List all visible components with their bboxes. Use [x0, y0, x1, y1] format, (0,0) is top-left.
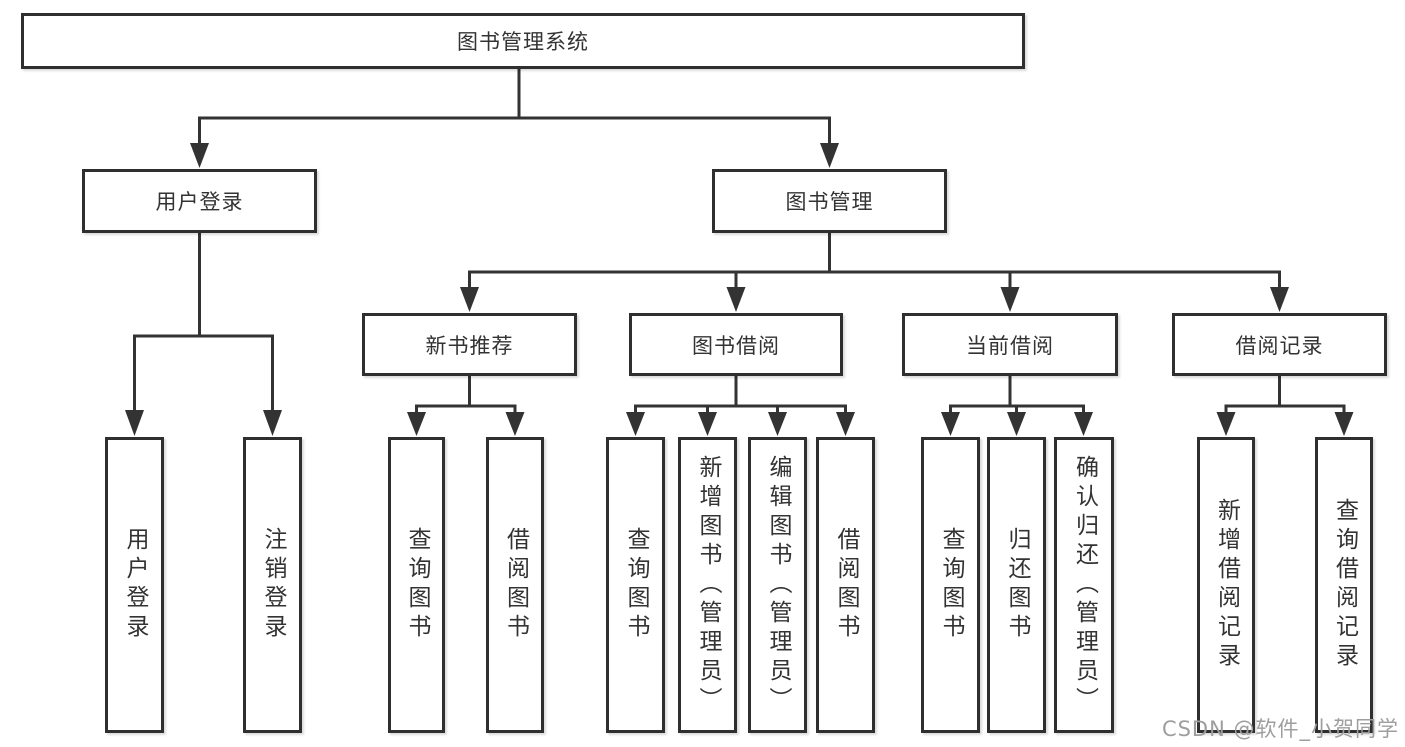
- node-label-book-borrow: 图书借阅: [692, 333, 780, 358]
- node-box-current-borrow: 当前借阅: [902, 313, 1118, 376]
- node-label-leaf-borrow-book-1: 借阅图书: [502, 527, 529, 643]
- node-box-leaf-edit-book: 编辑图书（管理员）: [748, 437, 807, 733]
- node-box-new-book-rec: 新书推荐: [362, 313, 577, 376]
- node-label-leaf-return-book: 归还图书: [1004, 527, 1030, 643]
- node-label-borrow-records: 借阅记录: [1235, 333, 1324, 358]
- node-label-leaf-edit-book: 编辑图书（管理员）: [765, 454, 791, 716]
- watermark: CSDN @软件_小贺同学: [1161, 717, 1399, 741]
- node-box-leaf-borrow-book-1: 借阅图书: [486, 437, 544, 733]
- node-label-leaf-user-login: 用户登录: [122, 527, 148, 643]
- node-box-leaf-add-record: 新增借阅记录: [1197, 437, 1255, 733]
- node-box-leaf-query-book-3: 查询图书: [921, 437, 980, 733]
- node-box-leaf-return-book: 归还图书: [987, 437, 1046, 733]
- node-label-book-mgmt: 图书管理: [785, 190, 874, 214]
- node-box-leaf-user-login: 用户登录: [105, 437, 164, 733]
- node-box-leaf-query-book-2: 查询图书: [606, 437, 665, 733]
- node-label-leaf-add-book: 新增图书（管理员）: [695, 454, 721, 716]
- node-box-book-mgmt: 图书管理: [712, 169, 947, 233]
- node-box-leaf-query-book-1: 查询图书: [388, 437, 445, 733]
- node-box-leaf-borrow-book-2: 借阅图书: [816, 437, 875, 733]
- node-box-leaf-add-book: 新增图书（管理员）: [678, 437, 737, 733]
- node-label-leaf-query-book-3: 查询图书: [938, 527, 964, 643]
- node-box-leaf-logout: 注销登录: [243, 437, 302, 733]
- node-box-root: 图书管理系统: [21, 13, 1025, 69]
- node-label-leaf-confirm-return: 确认归还（管理员）: [1071, 454, 1098, 716]
- node-label-leaf-logout: 注销登录: [260, 527, 286, 643]
- node-label-new-book-rec: 新书推荐: [425, 333, 514, 358]
- node-label-user-login: 用户登录: [155, 190, 244, 214]
- node-label-leaf-query-book-1: 查询图书: [404, 527, 430, 643]
- node-box-user-login: 用户登录: [82, 169, 317, 233]
- node-box-book-borrow: 图书借阅: [629, 313, 843, 376]
- node-label-leaf-borrow-book-2: 借阅图书: [833, 527, 859, 643]
- node-box-leaf-confirm-return: 确认归还（管理员）: [1054, 437, 1114, 733]
- node-label-leaf-query-record: 查询借阅记录: [1331, 498, 1358, 672]
- node-label-leaf-query-book-2: 查询图书: [623, 527, 649, 643]
- node-box-borrow-records: 借阅记录: [1172, 313, 1387, 376]
- node-label-root: 图书管理系统: [457, 30, 589, 54]
- node-label-current-borrow: 当前借阅: [966, 333, 1054, 358]
- node-box-leaf-query-record: 查询借阅记录: [1315, 437, 1373, 733]
- node-label-leaf-add-record: 新增借阅记录: [1213, 498, 1240, 672]
